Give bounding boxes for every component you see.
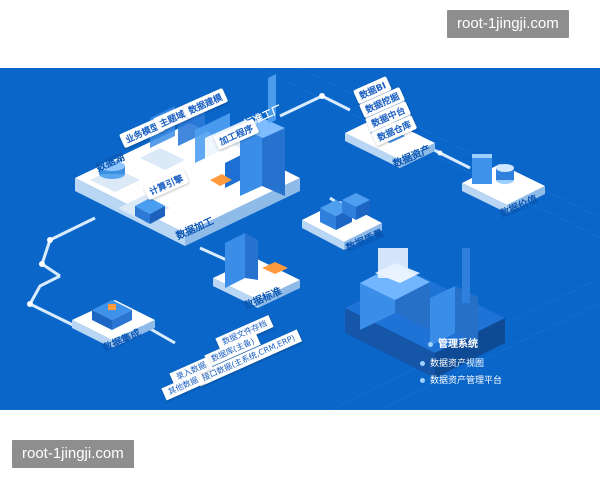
pipe-joints: [27, 93, 443, 307]
management-dot-icon: [428, 341, 433, 347]
platform-data-quality: [302, 193, 382, 250]
platform-data-value: [462, 154, 545, 213]
management-title: 管理系统: [428, 335, 478, 350]
platform-data-standards: [213, 233, 300, 308]
management-item-text: 数据资产视图: [430, 359, 485, 369]
diagram-graphics: [27, 68, 600, 410]
watermark-bottom: root-1jingji.com: [12, 440, 134, 468]
management-title-text: 管理系统: [438, 339, 478, 350]
bullet-icon: [420, 361, 425, 366]
management-building: [345, 248, 505, 378]
bullet-icon: [420, 378, 425, 383]
management-item-text: 数据资产管理平台: [430, 376, 503, 386]
platform-data-integration: [72, 300, 155, 348]
watermark-top: root-1jingji.com: [447, 10, 569, 38]
diagram-panel: 数据湖 数据加工 标准工厂 数据资产 数据质量 数据标准 数据集成 数据价值 业…: [0, 68, 600, 410]
management-item: 数据资产管理平台: [420, 373, 502, 386]
management-item: 数据资产视图: [420, 356, 484, 369]
